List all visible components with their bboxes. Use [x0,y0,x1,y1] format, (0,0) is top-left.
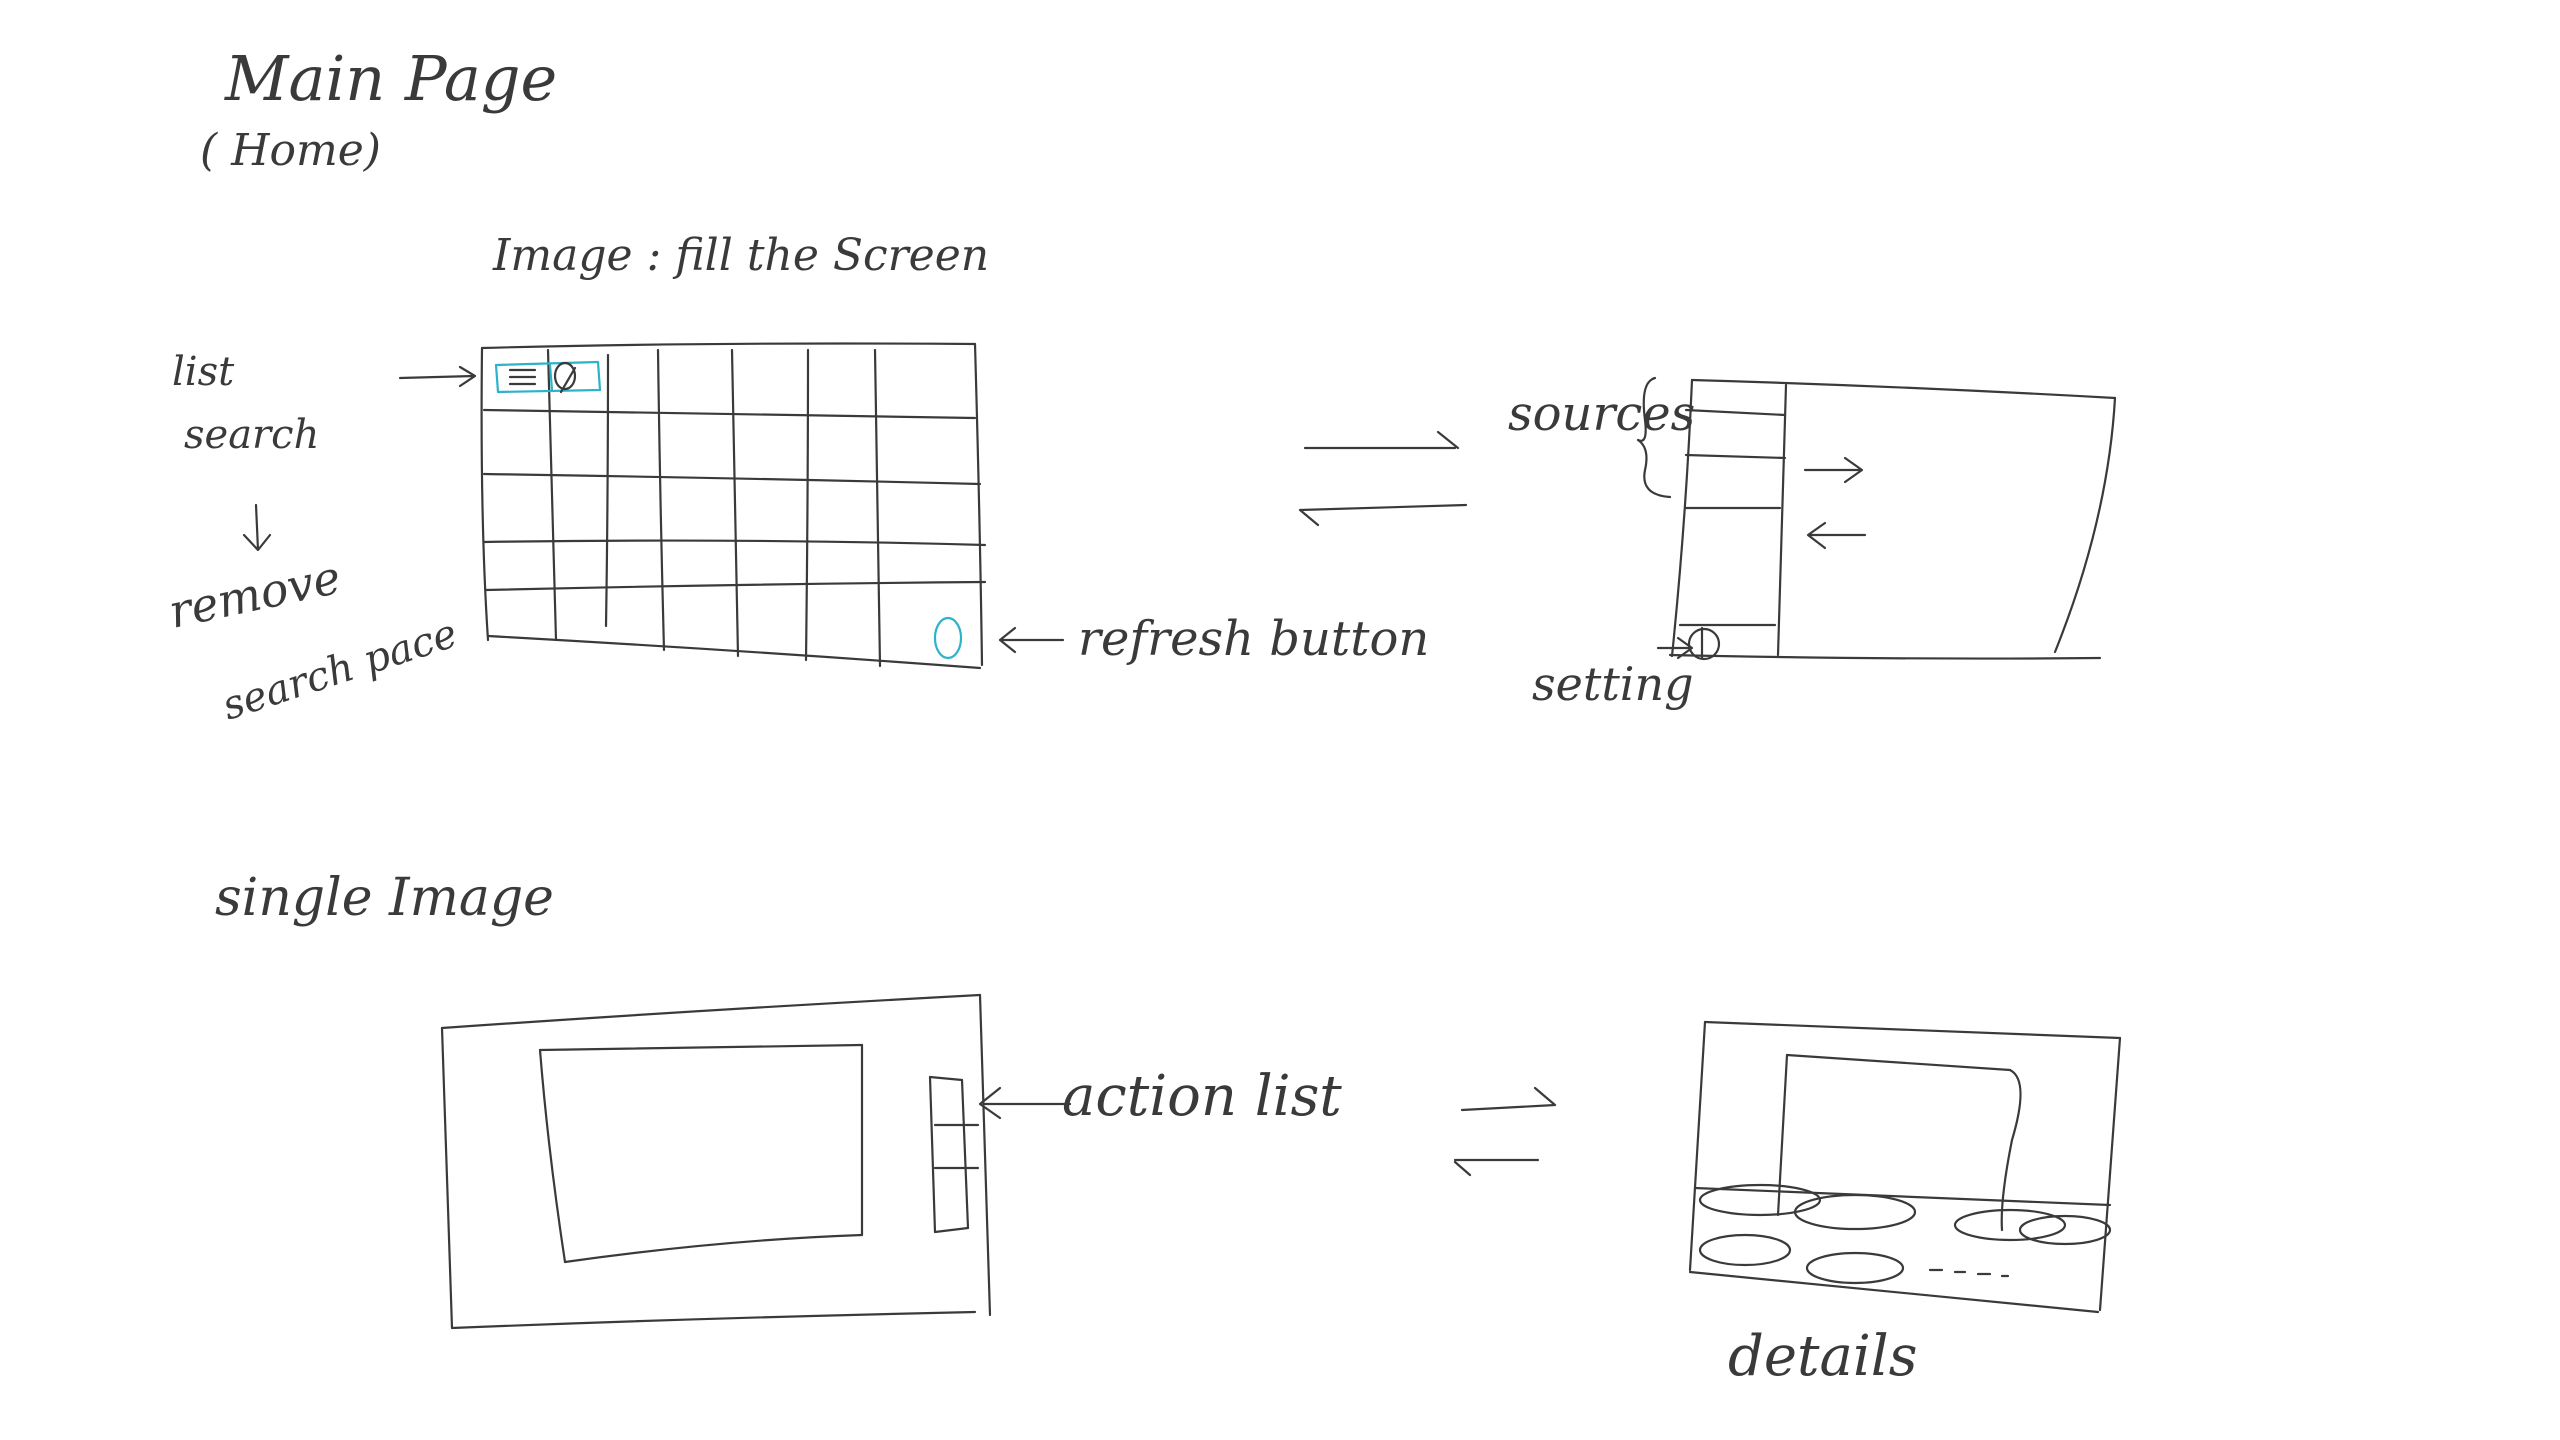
action-list-arrow [978,1086,1072,1120]
transition-arrows-bottom [1453,1086,1557,1177]
setting-arrow [1656,636,1694,660]
list-search-arrow [398,365,477,388]
image-grid-wireframe [480,342,987,670]
list-search-label-line1: list [172,349,235,395]
sources-panel-wireframe [1668,378,2117,660]
remove-label-line1: remove [164,550,345,639]
transition-arrows-top [1298,430,1468,527]
menu-icon[interactable] [508,368,537,386]
refresh-arrow [998,626,1065,654]
main-page-subtitle: ( Home) [200,125,381,176]
action-list-label: action list [1062,1064,1342,1129]
list-search-label-line2: search [184,412,319,458]
down-arrow [242,503,272,552]
details-label: details [1728,1324,1917,1389]
sources-arrow-right [1803,456,1864,484]
setting-label: setting [1532,657,1694,711]
refresh-icon[interactable] [933,616,963,660]
image-caption: Image : fill the Screen [492,230,989,281]
sources-arrow-left [1806,521,1867,550]
main-page-title: Main Page [224,42,557,115]
remove-label-line2: search pace [217,610,463,729]
search-icon[interactable] [553,361,577,394]
grid-toolbar[interactable] [494,360,602,394]
gear-icon[interactable] [1687,627,1721,661]
sources-bracket [1636,376,1672,499]
refresh-button-label: refresh button [1078,611,1429,667]
single-image-title: single Image [215,868,554,928]
details-wireframe [1688,1020,2122,1314]
single-image-wireframe [440,993,992,1330]
sources-label: sources [1508,386,1695,442]
